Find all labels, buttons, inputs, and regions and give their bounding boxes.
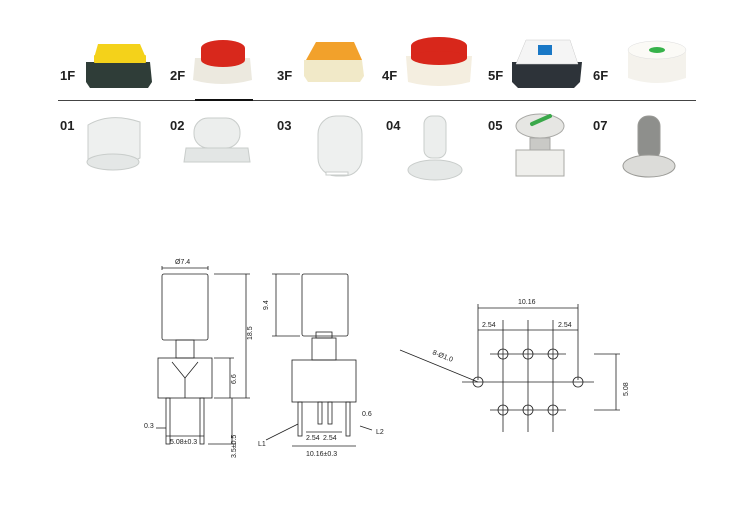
dim-side-pitch-b: 2.54 bbox=[323, 435, 337, 442]
stem-code-02: 02 bbox=[170, 118, 185, 133]
dim-front-pin-pitch: 5.08±0.3 bbox=[170, 439, 197, 446]
stem-02 bbox=[183, 117, 251, 163]
stem-code-04: 04 bbox=[386, 118, 401, 133]
stem-code-03: 03 bbox=[277, 118, 292, 133]
cap-code-4f: 4F bbox=[382, 68, 398, 83]
stem-07 bbox=[622, 115, 676, 178]
stem-01 bbox=[86, 117, 141, 171]
dim-pcb-pitch-left: 2.54 bbox=[482, 322, 496, 329]
dim-side-pitch-a: 2.54 bbox=[306, 435, 320, 442]
cap-2f bbox=[193, 40, 252, 84]
cap-code-6f: 6F bbox=[593, 68, 609, 83]
dim-pcb-height: 5.08 bbox=[623, 382, 630, 396]
cap-code-3f: 3F bbox=[277, 68, 293, 83]
cap-6f bbox=[627, 40, 687, 83]
dim-front-dia: Ø7.4 bbox=[175, 259, 190, 266]
dim-front-height-body: 6.6 bbox=[231, 374, 238, 384]
dim-pcb-pitch-right: 2.54 bbox=[558, 322, 572, 329]
dim-side-l1: L1 bbox=[258, 441, 266, 448]
row-divider-accent bbox=[195, 99, 253, 101]
dim-front-pin-length: 3.5±0.5 bbox=[231, 435, 238, 458]
cap-1f bbox=[86, 44, 152, 88]
cap-code-1f: 1F bbox=[60, 68, 76, 83]
pcb-layout-drawing bbox=[399, 304, 620, 432]
stem-04 bbox=[407, 115, 463, 181]
front-view-drawing bbox=[156, 266, 250, 445]
dim-front-height-total: 18.5 bbox=[247, 326, 254, 340]
side-view-drawing bbox=[265, 273, 373, 447]
dim-front-pin-width: 0.3 bbox=[144, 423, 154, 430]
dim-side-l2: L2 bbox=[376, 429, 384, 436]
dim-side-width: 10.16±0.3 bbox=[306, 451, 337, 458]
dim-pcb-span: 10.16 bbox=[518, 299, 536, 306]
cap-3f bbox=[304, 42, 364, 82]
dim-side-cap-height: 9.4 bbox=[263, 300, 270, 310]
cap-4f bbox=[406, 37, 472, 86]
dim-side-pin-thick: 0.6 bbox=[362, 411, 372, 418]
row-divider bbox=[58, 100, 696, 101]
cap-code-2f: 2F bbox=[170, 68, 186, 83]
dim-pcb-holes: 8-Ø1.0 bbox=[431, 349, 454, 364]
stem-05 bbox=[515, 113, 565, 177]
cap-5f bbox=[512, 39, 582, 88]
stem-03 bbox=[317, 115, 363, 177]
cap-code-5f: 5F bbox=[488, 68, 504, 83]
stem-code-07: 07 bbox=[593, 118, 608, 133]
stem-code-01: 01 bbox=[60, 118, 75, 133]
stem-code-05: 05 bbox=[488, 118, 503, 133]
